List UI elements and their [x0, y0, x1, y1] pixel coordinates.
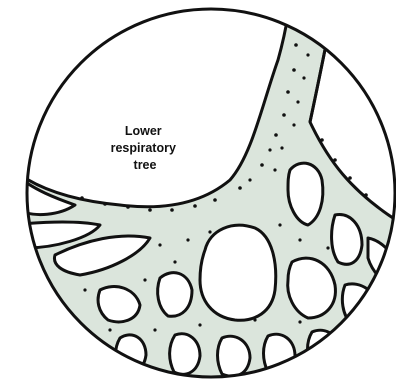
label-line-2: respiratory — [111, 141, 176, 155]
alveolus — [170, 334, 200, 375]
label-line-1: Lower — [125, 124, 162, 138]
alveolus — [200, 225, 276, 320]
alveolus — [288, 258, 336, 318]
alveolus — [158, 273, 192, 317]
alveolus — [26, 316, 60, 356]
alveolus — [308, 330, 341, 370]
label-line-3: tree — [134, 158, 157, 172]
alveolus — [218, 336, 251, 376]
alveolus — [342, 284, 382, 328]
